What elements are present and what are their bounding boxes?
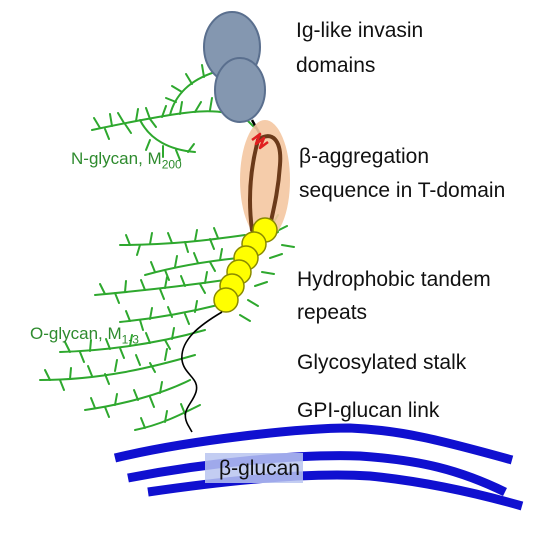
glucan-highlight bbox=[205, 453, 303, 483]
n-glycan-subscript: 200 bbox=[161, 157, 182, 172]
label-gpi-glucan-link: GPI-glucan link bbox=[297, 399, 440, 422]
beta-strand-zigzag bbox=[251, 132, 269, 150]
ig-domain-bottom bbox=[214, 57, 266, 123]
hydrophobic-repeats bbox=[213, 217, 278, 313]
label-o-glycan: O-glycan, M1-3 bbox=[30, 324, 139, 346]
beta-glucan-strands bbox=[113, 423, 524, 511]
o-glycan-text: O-glycan, M bbox=[30, 324, 122, 343]
n-glycan-text: N-glycan, M bbox=[71, 149, 162, 168]
label-hydrophobic-line2: repeats bbox=[297, 301, 368, 324]
glycosylated-stalk bbox=[181, 311, 223, 433]
label-beta-aggregation-line1: β-aggregation bbox=[299, 145, 429, 168]
o-glycan-subscript: 1-3 bbox=[121, 332, 139, 347]
o-glycans bbox=[39, 214, 295, 431]
label-ig-domains-line2: domains bbox=[296, 54, 376, 77]
t-domain-halo bbox=[240, 120, 290, 240]
t-domain-loop bbox=[248, 134, 283, 237]
label-beta-glucan: β-glucan bbox=[219, 457, 300, 480]
label-beta-aggregation-line2: sequence in T-domain bbox=[299, 179, 506, 202]
label-hydrophobic-line1: Hydrophobic tandem bbox=[297, 268, 491, 291]
label-glycosylated-stalk: Glycosylated stalk bbox=[297, 351, 467, 374]
label-n-glycan: N-glycan, M200 bbox=[71, 149, 182, 171]
label-ig-domains-line1: Ig-like invasin bbox=[296, 19, 424, 42]
